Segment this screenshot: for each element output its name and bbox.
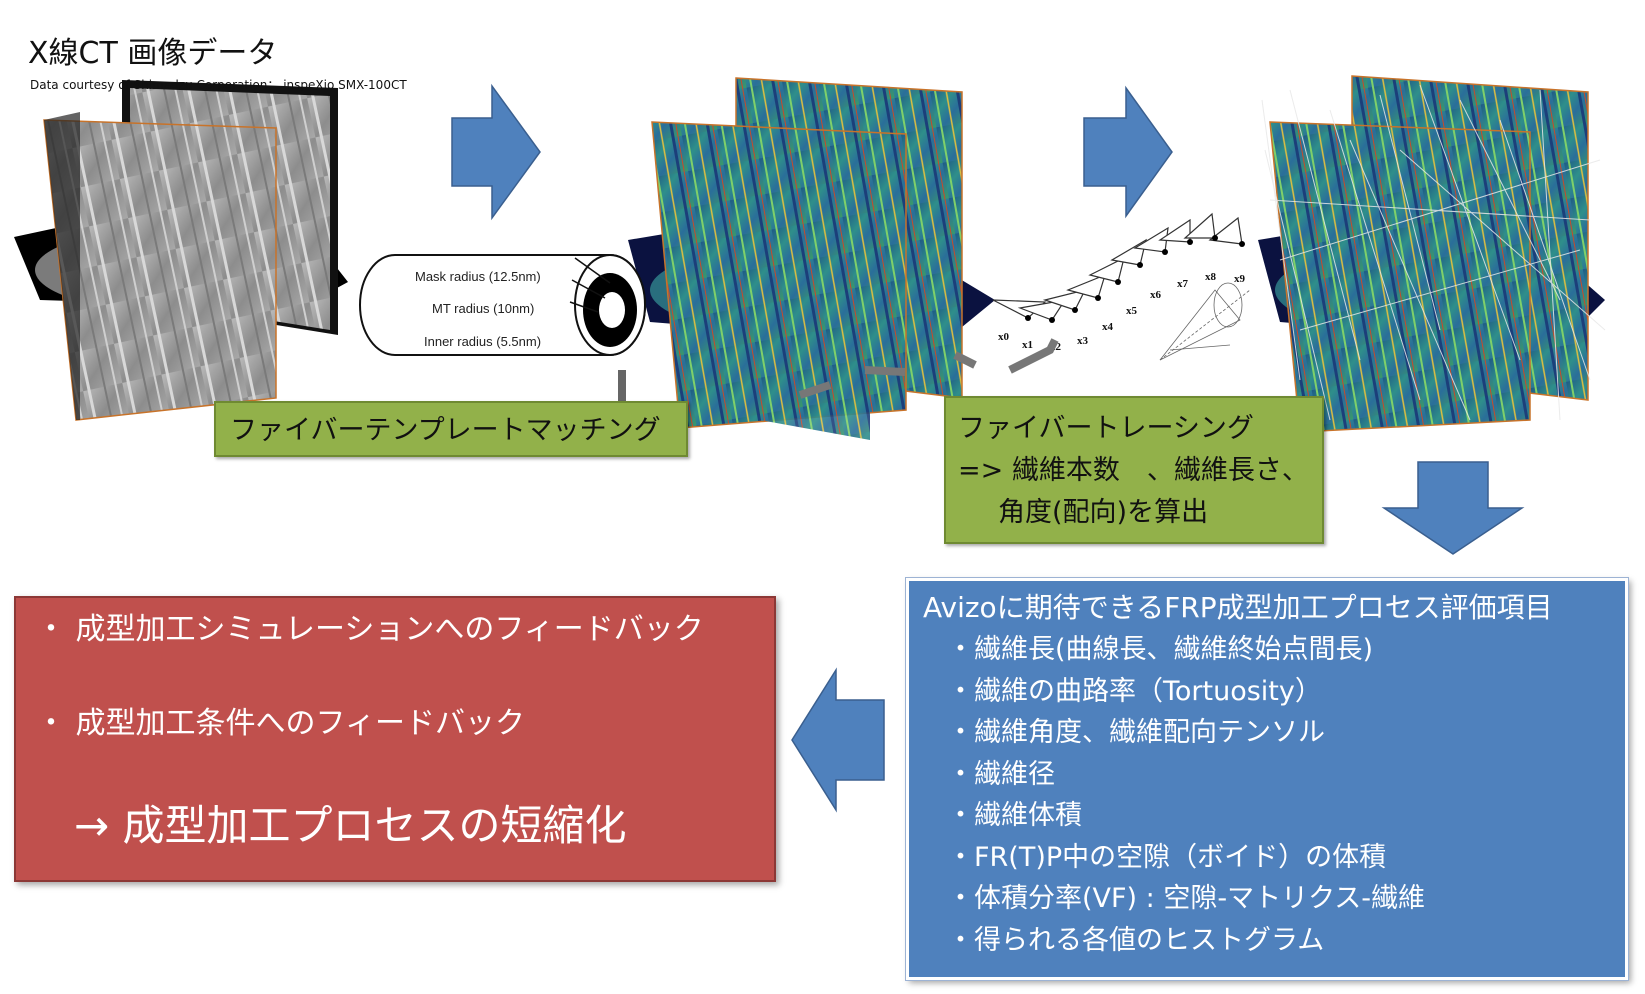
tracing-line-2: => 繊維本数 、繊維長さ、 [958,455,1309,486]
list-item: 体積分率(VF) : 空隙-マトリクス-繊維 [947,878,1611,920]
trace-node-4: x4 [1102,321,1114,333]
trace-node-1: x1 [1022,339,1033,351]
template-label-mt: MT radius (10nm) [432,301,534,316]
ct-volume-matched [628,77,995,440]
ct-volume-traced [1258,75,1606,433]
trace-node-9: x9 [1234,273,1246,285]
page-title: X線CT 画像データ [28,36,278,71]
evaluation-list: 繊維長(曲線長、繊維終始点間長) 繊維の曲路率（Tortuosity） 繊維角度… [923,629,1611,961]
list-item: 得られる各値のヒストグラム [947,920,1611,962]
arrow-left-icon [791,667,885,813]
tracing-line-1: ファイバートレーシング [958,413,1254,444]
trace-node-6: x6 [1150,289,1162,301]
list-item: 繊維の曲路率（Tortuosity） [947,671,1611,713]
evaluation-heading: Avizoに期待できるFRP成型加工プロセス評価項目 [923,591,1553,624]
step-fiber-tracing: ファイバートレーシング => 繊維本数 、繊維長さ、 角度(配向)を算出 [944,396,1324,544]
feedback-conclusion: → 成型加工プロセスの短縮化 [74,801,627,850]
feedback-item: 成型加工条件へのフィードバック [36,704,754,744]
template-label-inner: Inner radius (5.5nm) [424,334,541,349]
trace-node-5: x5 [1126,305,1138,317]
trace-node-7: x7 [1177,278,1189,290]
feedback-panel: 成型加工シミュレーションへのフィードバック 成型加工条件へのフィードバック → … [14,596,776,882]
ct-volume-gray [14,80,348,421]
feedback-item: 成型加工シミュレーションへのフィードバック [36,610,754,650]
fiber-template-diagram: Mask radius (12.5nm) MT radius (10nm) In… [359,254,646,410]
step-template-matching: ファイバーテンプレートマッチング [214,401,688,457]
list-item: 繊維長(曲線長、繊維終始点間長) [947,629,1611,671]
list-item: 繊維体積 [947,795,1611,837]
trace-node-8: x8 [1205,271,1217,283]
trace-node-0: x0 [998,331,1010,343]
tracing-line-3: 角度(配向)を算出 [998,497,1209,528]
fiber-tracing-diagram: x0 x1 x2 x3 x4 x5 x6 x7 x8 x9 [798,212,1251,399]
list-item: FR(T)P中の空隙（ボイド）の体積 [947,837,1611,879]
list-item: 繊維径 [947,754,1611,796]
arrow-right-icon [451,83,541,221]
trace-node-3: x3 [1077,335,1089,347]
data-credit: Data courtesy of Shimadzu Corporation： i… [30,78,407,92]
arrow-right-icon [1083,85,1173,219]
list-item: 繊維角度、繊維配向テンソル [947,712,1611,754]
arrow-down-icon [1381,461,1525,555]
evaluation-panel: Avizoに期待できるFRP成型加工プロセス評価項目 繊維長(曲線長、繊維終始点… [905,577,1629,981]
template-label-mask: Mask radius (12.5nm) [415,269,541,284]
